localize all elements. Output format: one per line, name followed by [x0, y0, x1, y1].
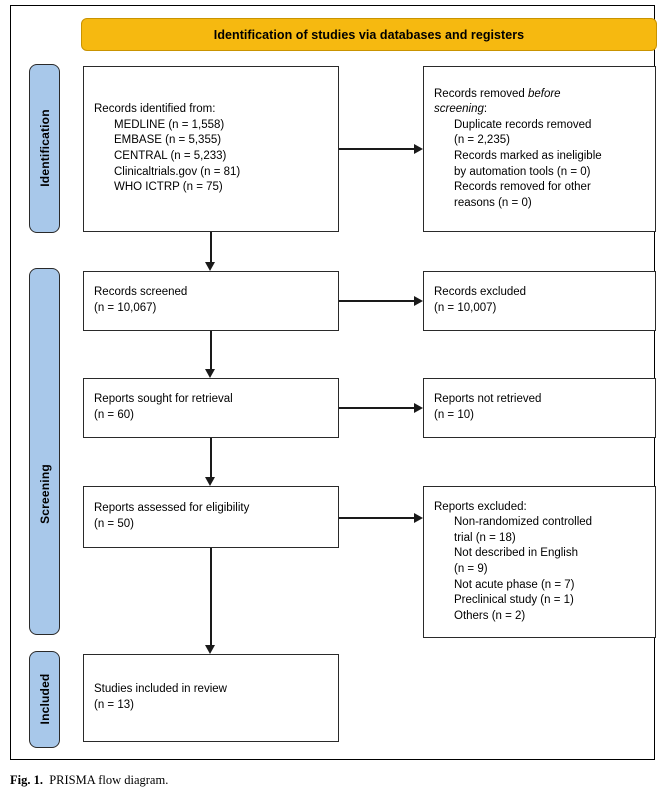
reason-automation-1: Records marked as ineligible [454, 150, 602, 162]
exclusion-preclinical: Preclinical study (n = 1) [454, 594, 574, 607]
figure-caption: Fig. 1. PRISMA flow diagram. [10, 773, 168, 788]
exclusion-others: Others (n = 2) [454, 609, 526, 622]
reason-duplicate-1: Duplicate records removed [454, 118, 592, 131]
box-count: (n = 60) [94, 409, 134, 421]
arrow-right-icon [414, 144, 423, 154]
figure-frame: Identification of studies via databases … [10, 5, 657, 760]
arrow-right-icon [414, 403, 423, 413]
source-medline: MEDLINE (n = 1,558) [114, 118, 225, 131]
box-label: Records excluded [434, 286, 527, 299]
header-banner: Identification of studies via databases … [81, 18, 657, 51]
source-who-ictrp: WHO ICTRP (n = 75) [114, 181, 223, 194]
box-count: (n = 10) [434, 409, 474, 421]
phase-label-screening: Screening [37, 464, 52, 525]
box-records-screened: Records screened (n = 10,067) [83, 271, 339, 331]
box-title: Reports excluded: [434, 500, 527, 513]
figure-caption-text: PRISMA flow diagram. [42, 773, 169, 787]
box-count: (n = 13) [94, 699, 134, 711]
arrow-down-icon [205, 262, 215, 271]
reason-duplicate-2: (n = 2,235) [454, 134, 510, 147]
arrow-down-icon [205, 477, 215, 486]
box-count: (n = 10,007) [434, 302, 497, 314]
box-studies-included: Studies included in review (n = 13) [83, 654, 339, 742]
box-count: (n = 10,067) [94, 302, 157, 314]
phase-bar-included: Included [29, 651, 60, 748]
arrow-down-icon [205, 645, 215, 654]
exclusion-not-acute-phase: Not acute phase (n = 7) [454, 578, 575, 591]
exclusion-notenglish-2: (n = 9) [454, 563, 488, 575]
arrow-down-icon [205, 369, 215, 378]
box-label: Reports not retrieved [434, 393, 542, 406]
arrow-right-icon [414, 513, 423, 523]
box-title: Records identified from: [94, 103, 216, 116]
arrow-right-icon [414, 296, 423, 306]
box-reports-sought: Reports sought for retrieval (n = 60) [83, 378, 339, 438]
header-title: Identification of studies via databases … [213, 27, 525, 42]
box-records-identified: Records identified from: MEDLINE (n = 1,… [83, 66, 339, 232]
box-reports-assessed: Reports assessed for eligibility (n = 50… [83, 486, 339, 548]
box-records-removed: Records removed before screening: Duplic… [423, 66, 656, 232]
connector-screened-to-excluded [339, 300, 415, 302]
figure-caption-label: Fig. 1. [10, 773, 43, 787]
source-embase: EMBASE (n = 5,355) [114, 134, 222, 147]
phase-bar-screening: Screening [29, 268, 60, 635]
connector-sought-to-notretrieved [339, 407, 415, 409]
title-prefix: Records removed [434, 87, 528, 100]
connector-assessed-to-excluded [339, 517, 415, 519]
connector-identified-to-removed [339, 148, 415, 150]
connector-sought-to-assessed [210, 438, 212, 477]
reason-other-2: reasons (n = 0) [454, 196, 532, 209]
box-label: Reports sought for retrieval [94, 393, 233, 406]
reason-automation-2: by automation tools (n = 0) [454, 165, 591, 178]
exclusion-notenglish-1: Not described in English [454, 547, 579, 560]
box-reports-excluded: Reports excluded: Non-randomized control… [423, 486, 656, 638]
box-title-line1: Records removed before [434, 87, 645, 103]
connector-screened-to-sought [210, 331, 212, 369]
source-clinicaltrials: Clinicaltrials.gov (n = 81) [114, 165, 241, 178]
title-italic-before: before [527, 87, 561, 100]
box-label: Reports assessed for eligibility [94, 502, 250, 515]
title-suffix: : [483, 103, 488, 116]
title-italic-screening: screening [434, 103, 484, 116]
box-reports-not-retrieved: Reports not retrieved (n = 10) [423, 378, 656, 438]
connector-assessed-to-included [210, 548, 212, 645]
box-title-line2: screening: [434, 102, 645, 118]
reason-other-1: Records removed for other [454, 181, 591, 194]
phase-label-included: Included [37, 673, 52, 724]
exclusion-nonrandomized-2: trial (n = 18) [454, 531, 516, 544]
box-records-excluded: Records excluded (n = 10,007) [423, 271, 656, 331]
box-count: (n = 50) [94, 518, 134, 530]
connector-identified-to-screened [210, 232, 212, 262]
box-label: Studies included in review [94, 683, 227, 696]
exclusion-nonrandomized-1: Non-randomized controlled [454, 516, 593, 529]
phase-bar-identification: Identification [29, 64, 60, 233]
phase-label-identification: Identification [37, 108, 52, 187]
source-central: CENTRAL (n = 5,233) [114, 150, 227, 162]
box-label: Records screened [94, 286, 188, 299]
